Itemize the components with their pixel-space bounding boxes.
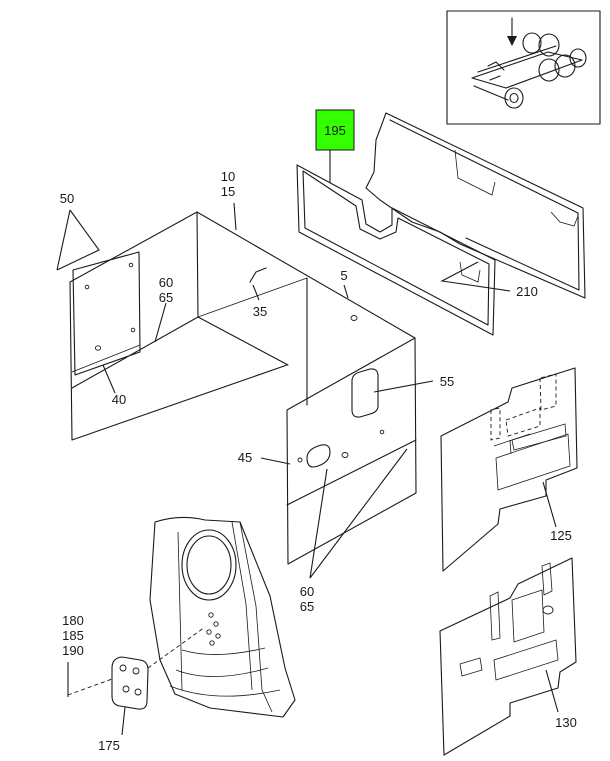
callout-65-label-lower[interactable]: 65	[300, 599, 314, 614]
callout-195-highlighted[interactable]: 195	[315, 109, 355, 151]
callout-10-label[interactable]: 10	[221, 169, 235, 184]
part-130-panel	[439, 557, 577, 756]
part-125-panel	[440, 367, 578, 572]
callout-190-label[interactable]: 190	[62, 643, 84, 658]
callout-175-label[interactable]: 175	[98, 738, 120, 753]
callout-15-label[interactable]: 15	[221, 184, 235, 199]
callout-5-label[interactable]: 5	[340, 268, 347, 283]
callout-50-label[interactable]: 50	[60, 191, 74, 206]
callout-45-label[interactable]: 45	[238, 450, 252, 465]
callout-60-label-upper[interactable]: 60	[159, 275, 173, 290]
callout-40-label[interactable]: 40	[112, 392, 126, 407]
callout-195-highlight-box[interactable]	[315, 109, 355, 151]
callout-55-label[interactable]: 55	[440, 374, 454, 389]
callout-180-label[interactable]: 180	[62, 613, 84, 628]
cab-corner-structure	[149, 516, 296, 718]
callout-125-label[interactable]: 125	[550, 528, 572, 543]
callout-60-label-lower[interactable]: 60	[300, 584, 314, 599]
callout-65-label-upper[interactable]: 65	[159, 290, 173, 305]
part-195-seal	[296, 112, 586, 336]
callout-130-label[interactable]: 130	[555, 715, 577, 730]
leader-lines	[56, 150, 559, 736]
enclosure-box	[69, 211, 417, 565]
callout-35-label[interactable]: 35	[253, 304, 267, 319]
part-175-bracket	[67, 626, 206, 710]
callout-195-label[interactable]: 195	[324, 123, 346, 138]
callout-210-label[interactable]: 210	[516, 284, 538, 299]
vehicle-locator-inset	[446, 10, 601, 125]
callout-185-label[interactable]: 185	[62, 628, 84, 643]
